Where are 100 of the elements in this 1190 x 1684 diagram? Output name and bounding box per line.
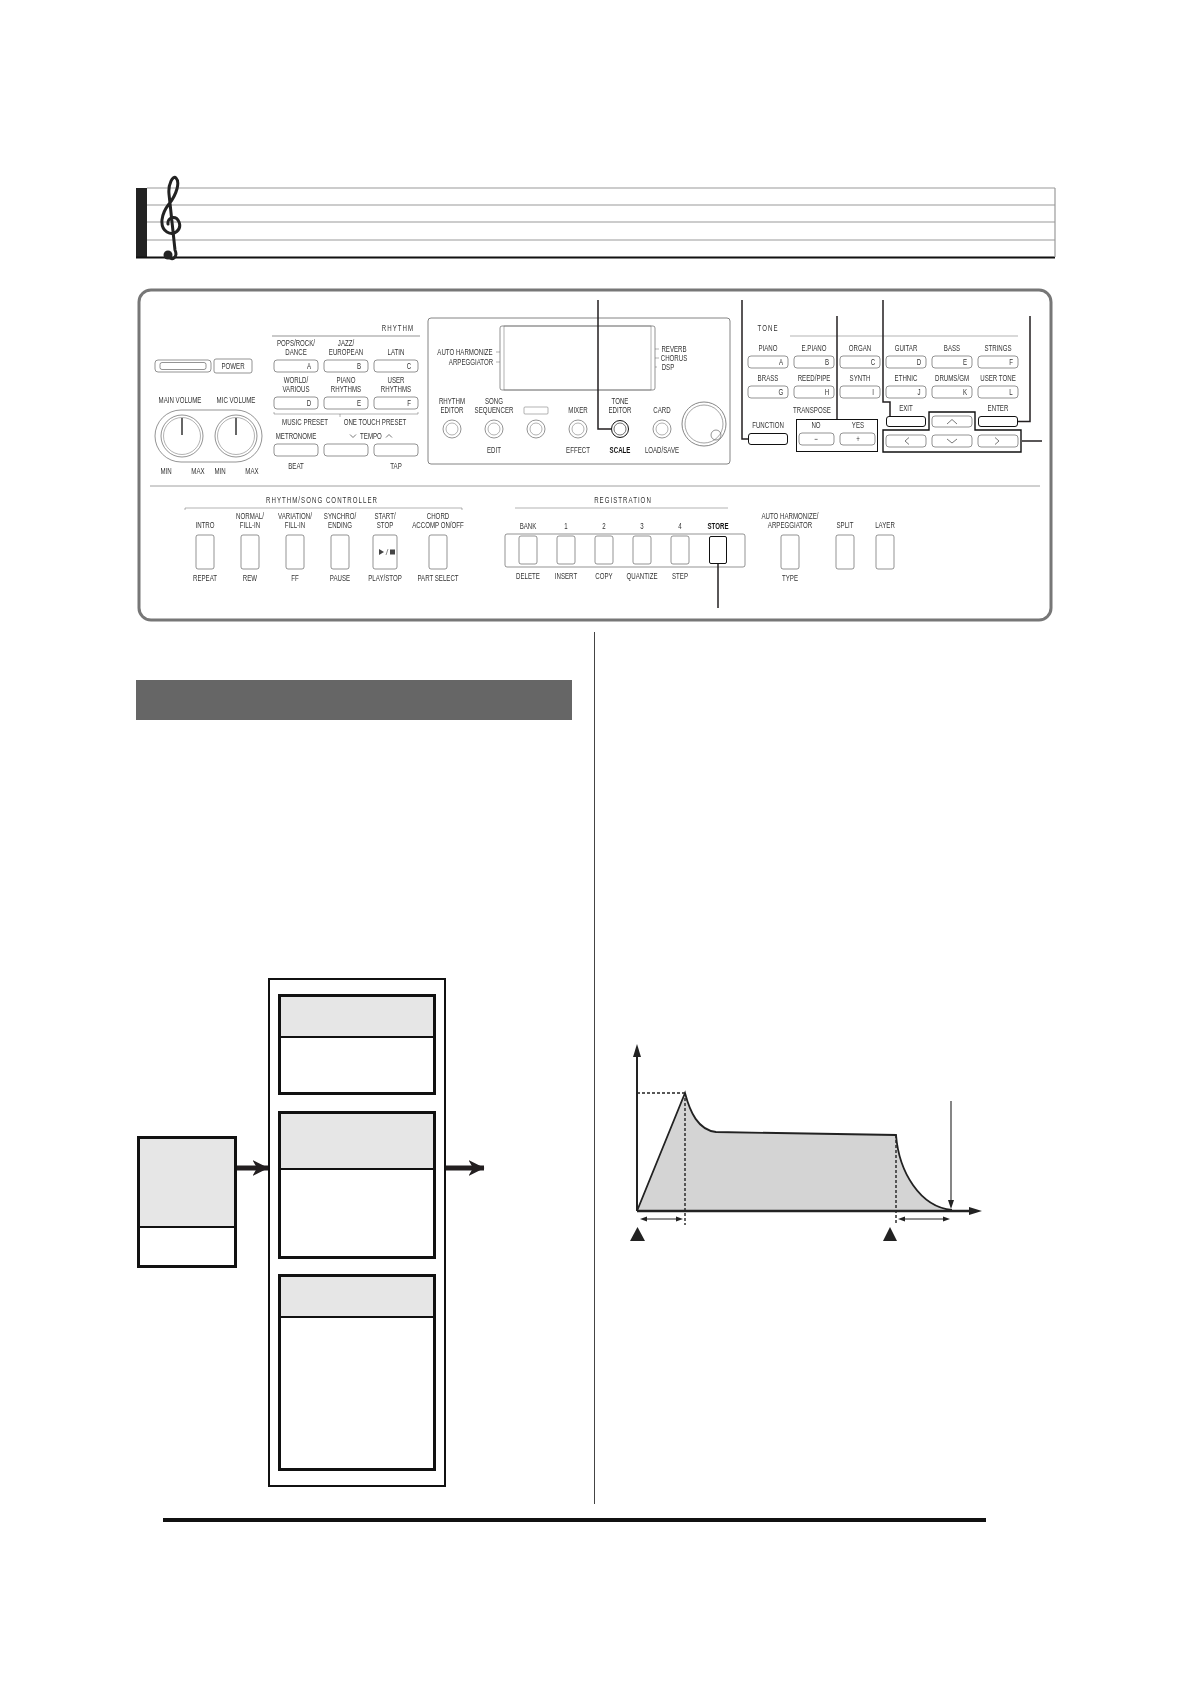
control-label: REED/PIPE — [797, 373, 831, 383]
control-label: TEMPO — [360, 431, 382, 441]
button-outline — [709, 536, 727, 564]
control-label: AUTO HARMONIZE/ ARPEGGIATOR — [761, 512, 819, 530]
control-label: EDIT — [487, 445, 501, 455]
control-label: ORGAN — [848, 343, 872, 353]
control-label: CHORD ACCOMP ON/OFF — [412, 512, 464, 530]
arrow — [446, 1160, 485, 1176]
control-label: WORLD/ VARIOUS — [282, 376, 310, 394]
control-label: ENTER — [987, 403, 1009, 413]
key-letter: − — [814, 434, 818, 444]
control-label: MUSIC PRESET — [282, 417, 328, 427]
control-label: MAX — [191, 466, 205, 476]
section-title: RHYTHM — [381, 323, 415, 333]
key-letter: K — [962, 387, 968, 397]
leader-line — [597, 299, 612, 430]
leader-line — [717, 563, 719, 609]
leader-line — [1017, 315, 1031, 423]
control-label: USER RHYTHMS — [380, 376, 412, 394]
arrow — [237, 1160, 269, 1176]
control-label: ONE TOUCH PRESET — [343, 417, 407, 427]
control-label: BANK — [519, 521, 537, 531]
control-label: GUITAR — [894, 343, 918, 353]
section-title: REGISTRATION — [594, 495, 652, 505]
block-box — [277, 1273, 436, 1471]
key-letter: J — [917, 387, 921, 397]
heading-bar — [136, 680, 572, 720]
control-label: CARD — [653, 405, 671, 415]
control-label: TYPE — [782, 573, 798, 583]
control-label: PLAY/STOP — [368, 573, 402, 583]
control-label: PIANO — [758, 343, 778, 353]
key-letter: E — [356, 398, 362, 408]
control-label: 1 — [564, 521, 568, 531]
control-label: SCALE — [609, 445, 631, 455]
control-label: MAIN VOLUME — [158, 395, 202, 405]
key-letter: L — [1009, 387, 1013, 397]
control-label: SPLIT — [836, 520, 854, 530]
control-label: DELETE — [516, 571, 540, 581]
control-label: MIN — [160, 466, 172, 476]
control-label: LAYER — [875, 520, 895, 530]
control-label: INSERT — [554, 571, 578, 581]
control-label: 4 — [678, 521, 682, 531]
control-label: USER TONE — [980, 373, 1016, 383]
control-label: 2 — [602, 521, 606, 531]
control-label: MIN — [214, 466, 226, 476]
control-label: START/ STOP — [374, 512, 396, 530]
control-label: TAP — [390, 461, 402, 471]
key-letter: G — [778, 387, 784, 397]
control-label: POWER — [221, 361, 245, 371]
button-group-outline — [796, 419, 878, 452]
control-label: LOAD/SAVE — [644, 445, 680, 455]
control-label: FUNCTION — [752, 420, 784, 430]
button-outline — [886, 416, 926, 427]
control-label: EFFECT — [566, 445, 590, 455]
control-label: 3 — [640, 521, 644, 531]
control-label: BASS — [943, 343, 961, 353]
key-letter: A — [306, 361, 312, 371]
control-label: SYNCHRO/ ENDING — [323, 512, 357, 530]
container-box — [268, 978, 446, 1487]
block-box — [277, 1110, 436, 1259]
control-label: AUTO HARMONIZE — [437, 347, 493, 357]
key-letter: E — [962, 357, 968, 367]
control-label: MIC VOLUME — [216, 395, 256, 405]
control-label: NORMAL/ FILL-IN — [236, 512, 264, 530]
control-label: PART SELECT — [417, 573, 459, 583]
leader-line — [836, 315, 838, 420]
control-label: EXIT — [899, 403, 913, 413]
control-label: CHORUS — [660, 353, 688, 363]
key-letter: A — [778, 357, 784, 367]
control-label: PAUSE — [329, 573, 351, 583]
leader-line — [1021, 440, 1043, 442]
leader-line — [882, 299, 891, 417]
button-outline — [748, 433, 788, 445]
control-label: MIXER — [568, 405, 588, 415]
control-label: DSP — [661, 362, 675, 372]
control-label: JAZZ/ EUROPEAN — [328, 339, 364, 357]
key-letter: F — [1009, 357, 1013, 367]
block-box — [137, 1136, 237, 1268]
control-label: VARIATION/ FILL-IN — [278, 512, 312, 530]
control-label: SYNTH — [849, 373, 871, 383]
control-label: BRASS — [757, 373, 779, 383]
section-title: RHYTHM/SONG CONTROLLER — [266, 495, 378, 505]
control-label: MAX — [245, 466, 259, 476]
key-letter: C — [870, 357, 876, 367]
control-label: PIANO RHYTHMS — [330, 376, 362, 394]
control-label: METRONOME — [275, 431, 317, 441]
control-label: STEP — [672, 571, 688, 581]
button-outline — [978, 416, 1018, 427]
key-letter: C — [406, 361, 412, 371]
control-label: REW — [242, 573, 258, 583]
control-label: YES — [851, 420, 865, 430]
control-label: LATIN — [387, 347, 405, 357]
key-letter: B — [824, 357, 830, 367]
control-label: REVERB — [661, 344, 687, 354]
control-label: POPS/ROCK/ DANCE — [276, 339, 316, 357]
control-label: E.PIANO — [801, 343, 827, 353]
block-box — [277, 993, 436, 1095]
control-label: SONG SEQUENCER — [474, 397, 514, 415]
key-letter: I — [872, 387, 874, 397]
control-label: ETHNIC — [894, 373, 918, 383]
